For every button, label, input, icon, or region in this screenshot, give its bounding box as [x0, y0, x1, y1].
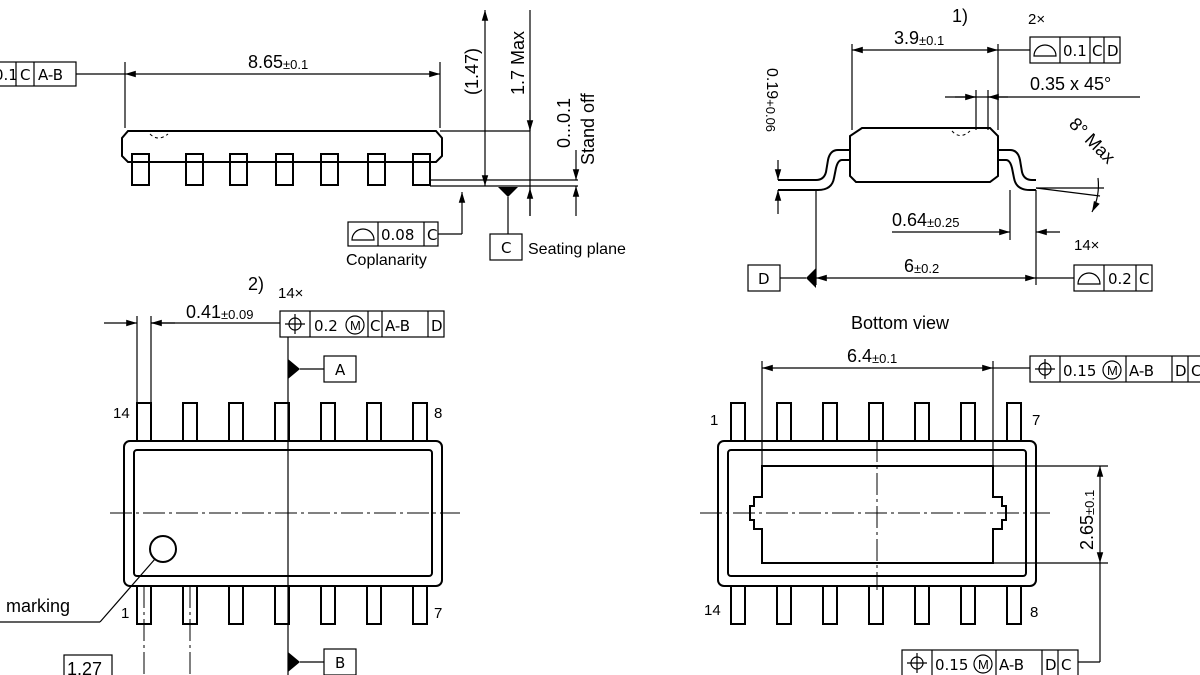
side-leads: [131, 153, 431, 186]
bottom-frame-bottom-d: D: [1045, 656, 1057, 674]
seating-plane-label: Seating plane: [528, 241, 626, 258]
lead-thickness-dim: 0.19+0.06: [763, 68, 780, 132]
note-2: 2): [248, 274, 264, 294]
left-lead: [778, 149, 850, 181]
side-body: [121, 130, 443, 163]
count-14x-top: 14×: [278, 285, 303, 302]
datum-b-box: [323, 648, 357, 675]
bottom-frame-bottom-mmc: M: [978, 657, 989, 672]
top-frame-datum-ab: A-B: [385, 317, 410, 335]
count-14x-end: 14×: [1074, 237, 1099, 254]
end-frame-value: 0.1: [1063, 42, 1087, 60]
overall-dim: 6±0.2: [904, 256, 939, 276]
end-frame-top: [1029, 36, 1121, 64]
pin-14-label: 14: [113, 405, 130, 422]
datum-c-box: [489, 233, 523, 261]
pad-height-dim: 2.65±0.1: [1077, 490, 1097, 550]
bottom-frame-top-c: C: [1191, 362, 1200, 380]
right-lead: [998, 149, 1036, 181]
top-leads-lower: [136, 585, 428, 625]
bottom-pin-7-label: 7: [1032, 412, 1040, 429]
top-frame-value: 0.2: [314, 317, 338, 335]
profile-icon: [1033, 44, 1057, 57]
coplanarity-datum: C: [427, 226, 437, 244]
coplanarity-frame: [347, 221, 439, 247]
bottom-frame-top-ab: A-B: [1129, 362, 1154, 380]
max-height-dim: 1.7 Max: [508, 31, 528, 95]
position-icon: [285, 314, 305, 334]
end-body: [849, 127, 999, 183]
end-frame-datum-c: C: [1092, 42, 1102, 60]
pitch-dim: 1.27: [67, 659, 102, 675]
top-frame-mmc: M: [350, 318, 361, 333]
datum-c-triangle: [498, 187, 518, 197]
datum-b-label: B: [335, 654, 345, 672]
profile-frame-datum: C: [1139, 270, 1149, 288]
datum-a-box: [323, 355, 357, 383]
pitch-box: [63, 654, 113, 675]
bottom-frame-bottom-ab: A-B: [999, 656, 1024, 674]
pin1-marker: [149, 535, 177, 563]
chamfer-dim: 0.35 x 45°: [1030, 74, 1111, 94]
top-view: 2) 14× 0.41±0.09 0.2 M C A-B D A: [0, 274, 460, 675]
exposed-pad: [749, 465, 1007, 564]
pin-7-label: 7: [434, 605, 442, 622]
bottom-frame-bottom-value: 0.15: [935, 656, 968, 674]
datum-b-triangle: [288, 652, 300, 672]
coplanarity-value: 0.08: [381, 226, 414, 244]
frame-left-datum-c: C: [20, 66, 30, 84]
lead-width-dim: 0.41±0.09: [186, 302, 253, 322]
bottom-frame-top-mmc: M: [1107, 363, 1118, 378]
bottom-leads-lower: [730, 585, 1022, 625]
datum-c-label: C: [501, 239, 511, 257]
end-frame-profile: [1073, 264, 1153, 292]
length-dim: 8.65±0.1: [248, 52, 308, 72]
bottom-view-title: Bottom view: [851, 313, 950, 333]
top-body-inner: [133, 449, 433, 577]
position-icon: [907, 653, 927, 673]
coplanarity-label: Coplanarity: [346, 252, 427, 269]
datum-d-label: D: [758, 270, 770, 288]
bottom-frame-bottom: [901, 649, 1079, 675]
profile-icon: [351, 228, 375, 241]
position-icon: [1035, 359, 1055, 379]
note-1: 1): [952, 6, 968, 26]
frame-left-value: 0.1: [0, 66, 18, 84]
datum-a-triangle: [288, 359, 300, 379]
bottom-frame-top-d: D: [1175, 362, 1187, 380]
standoff-dim: 0...0.1: [554, 98, 574, 148]
angle-dim: 8° Max: [1065, 114, 1119, 168]
top-leads-upper: [136, 402, 428, 442]
bottom-pin-14-label: 14: [704, 602, 721, 619]
pin-1-label: 1: [121, 605, 129, 622]
profile-frame-value: 0.2: [1108, 270, 1132, 288]
pin-8-label: 8: [434, 405, 442, 422]
bottom-pin-1-label: 1: [710, 412, 718, 429]
bottom-leads-upper: [730, 402, 1022, 442]
end-view: 1) 2× 3.9±0.1 0.1 C D 0.35 x 45° 0.19+: [747, 6, 1153, 292]
bottom-frame-top-value: 0.15: [1063, 362, 1096, 380]
datum-d-triangle: [806, 268, 816, 288]
end-frame-datum-d: D: [1107, 42, 1119, 60]
foot-dim: 0.64±0.25: [892, 210, 959, 230]
frame-left-datum-ab: A-B: [38, 66, 63, 84]
marking-label: marking: [6, 596, 70, 616]
bottom-view: Bottom view 6.4±0.1 0.15 M A-B D C: [700, 313, 1200, 675]
width-dim: 3.9±0.1: [894, 28, 944, 48]
standoff-label: Stand off: [578, 92, 598, 165]
top-position-frame: [279, 310, 445, 338]
top-frame-datum-d: D: [431, 317, 443, 335]
side-view: 0.1 C A-B 8.65±0.1 (1.4: [0, 9, 626, 269]
ref-height-dim: (1.47): [462, 48, 482, 95]
profile-icon: [1077, 272, 1101, 285]
datum-a-label: A: [335, 361, 346, 379]
pad-width-dim: 6.4±0.1: [847, 346, 897, 366]
count-2x: 2×: [1028, 11, 1045, 28]
top-frame-datum-c: C: [370, 317, 380, 335]
bottom-frame-bottom-c: C: [1061, 656, 1071, 674]
bottom-pin-8-label: 8: [1030, 604, 1038, 621]
datum-d-box: [747, 264, 781, 292]
